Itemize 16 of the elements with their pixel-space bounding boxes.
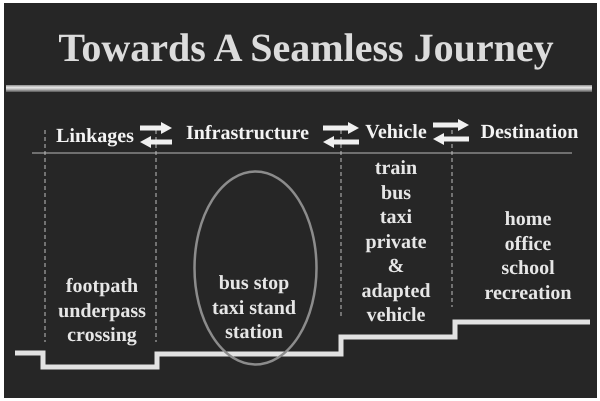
arrow xyxy=(140,136,172,148)
stage-heading: Vehicle xyxy=(359,120,433,144)
arrow xyxy=(433,119,469,131)
place-list: bus stop taxi stand station xyxy=(208,271,300,344)
arrow xyxy=(323,136,359,148)
item-list: train bus taxi private & adapted vehicle xyxy=(362,156,430,328)
arrow xyxy=(140,122,172,134)
oval-outline xyxy=(193,170,318,366)
stage-heading: Infrastructure xyxy=(172,121,323,145)
title: Towards A Seamless Journey xyxy=(58,24,554,72)
stage-heading: Linkages xyxy=(50,124,140,148)
arrow xyxy=(433,133,469,145)
stage-heading: Destination xyxy=(469,120,590,144)
item-list: home office school recreation xyxy=(484,207,572,305)
item-list: footpath underpass crossing xyxy=(58,274,146,348)
arrow xyxy=(323,122,359,134)
